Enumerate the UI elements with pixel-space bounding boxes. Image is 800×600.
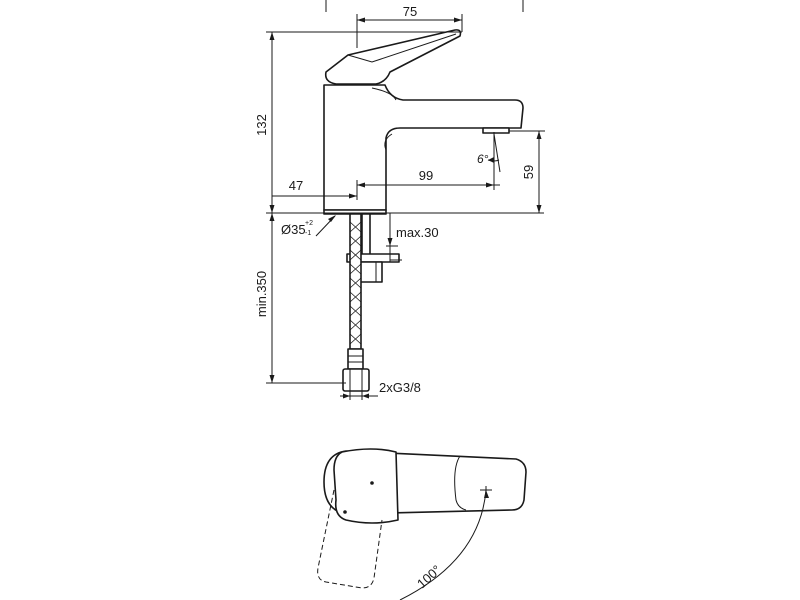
- rotated-handle-dashed: [317, 489, 383, 589]
- rotation-arc: [399, 489, 487, 600]
- spout-inner-curve: [371, 87, 397, 101]
- dim-countertop-thickness: max.30: [396, 225, 439, 240]
- tap-side-view: [323, 29, 524, 215]
- dim-base-diameter-tol-lower: -1: [305, 230, 311, 237]
- dim-connection: 2xG3/8: [379, 380, 421, 395]
- dim-base-diameter: Ø35: [281, 222, 306, 237]
- dimension-lines: [266, 0, 545, 400]
- body-inner-curve: [384, 133, 393, 151]
- lever-handle: [324, 29, 462, 85]
- dim-handle-width: 75: [403, 4, 417, 19]
- aerator: [482, 127, 510, 134]
- hose-braid-pattern: [349, 221, 362, 345]
- mounting-hardware: [342, 213, 400, 392]
- dim-spout-height: 59: [521, 165, 536, 179]
- tap-body: [323, 84, 524, 211]
- pivot-point: [370, 481, 374, 485]
- dim-base-offset: 47: [289, 178, 303, 193]
- top-spout-line: [454, 455, 467, 511]
- lever-handle-edge: [347, 33, 457, 63]
- top-handle: [333, 448, 399, 524]
- hose-ferrule: [347, 348, 364, 370]
- dim-total-height: 132: [254, 114, 269, 136]
- pivot-point-2: [343, 510, 347, 514]
- dim-spout-angle: 6°: [477, 152, 489, 166]
- dim-spout-reach: 99: [419, 168, 433, 183]
- dim-hose-length: min.350: [254, 271, 269, 317]
- dim-base-diameter-tol-upper: +2: [305, 220, 313, 227]
- dimension-labels: 75 132 47 99 59 6° Ø35 +2 -1 max.30 min.…: [254, 4, 536, 395]
- tap-top-view: [317, 448, 527, 600]
- union-nut: [342, 368, 370, 392]
- dim-rotation-angle: 100°: [414, 562, 444, 591]
